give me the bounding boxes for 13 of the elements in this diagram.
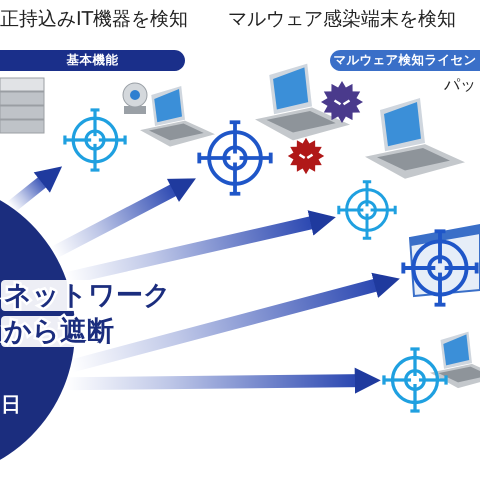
crosshair-icon bbox=[382, 347, 448, 413]
heading-text: 正持込みIT機器を検知 bbox=[0, 8, 188, 31]
crosshair-icon bbox=[337, 180, 397, 240]
panel-text: 日 bbox=[1, 393, 21, 416]
label-band: 基本機能 bbox=[0, 50, 185, 71]
panel-text: から遮断 bbox=[1, 316, 117, 348]
crosshair-icon bbox=[401, 229, 479, 307]
crosshair-icon bbox=[197, 120, 273, 196]
label-band: マルウェア検知ライセン bbox=[330, 50, 480, 71]
heading-text: パッ bbox=[444, 75, 476, 94]
crosshair-icon bbox=[63, 108, 127, 172]
arrow bbox=[6, 166, 62, 212]
heading-text: マルウェア感染端末を検知 bbox=[228, 8, 456, 31]
